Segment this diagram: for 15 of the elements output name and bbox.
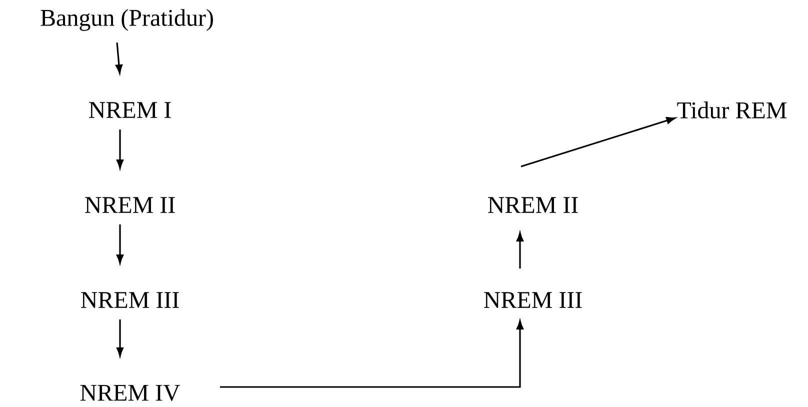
- stage-label: Bangun (Pratidur): [40, 9, 213, 31]
- arrow: [116, 42, 122, 74]
- stage-label: NREM III: [81, 292, 179, 308]
- arrow: [516, 232, 524, 269]
- arrow: [116, 224, 124, 264]
- stage-label: Tidur REM: [677, 102, 787, 118]
- stage-label: NREM II: [85, 197, 175, 213]
- arrow: [220, 320, 524, 388]
- arrow: [520, 117, 676, 168]
- stage-label: NREM I: [89, 102, 171, 118]
- stage-label: NREM II: [488, 197, 578, 213]
- stage-label: NREM IV: [80, 384, 180, 402]
- arrow: [116, 129, 124, 169]
- stage-label: NREM III: [484, 292, 582, 308]
- arrow: [116, 319, 124, 356]
